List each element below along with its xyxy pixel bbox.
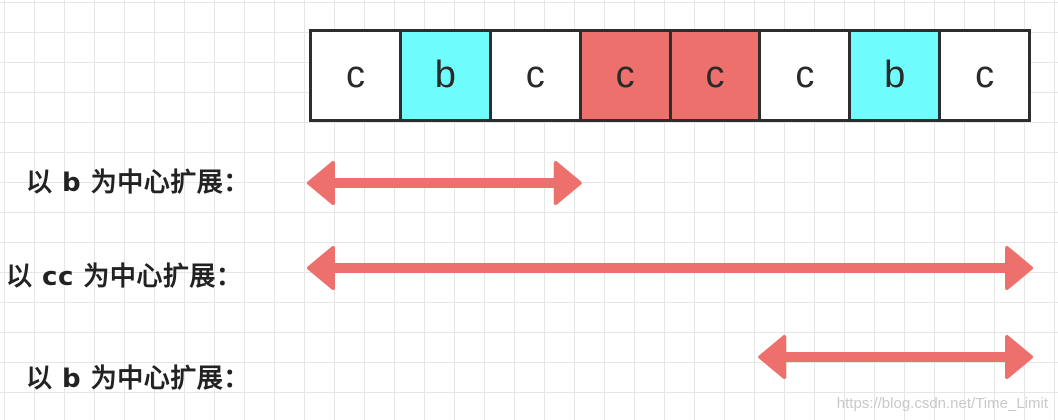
arrow-head-left-2	[758, 335, 787, 379]
arrow-head-left-0	[307, 161, 335, 205]
cell-3: c	[581, 32, 672, 119]
cell-7: c	[941, 32, 1028, 119]
cell-2: c	[491, 32, 582, 119]
cell-5: c	[761, 32, 852, 119]
row-label-b-center-1: 以 b 为中心扩展：	[26, 168, 250, 198]
watermark: https://blog.csdn.net/Time_Limit	[836, 395, 1048, 412]
string-cells: c b c c c c b c	[309, 29, 1031, 122]
cell-1: b	[401, 32, 492, 119]
arrow-head-right-2	[1005, 335, 1033, 379]
double-arrow-1	[307, 246, 1033, 290]
arrow-head-right-1	[1005, 246, 1033, 290]
row-label-b-center-2: 以 b 为中心扩展：	[26, 364, 250, 394]
row-label-cc-center: 以 cc 为中心扩展：	[6, 262, 243, 292]
cell-6: b	[851, 32, 942, 119]
arrow-shaft-1	[331, 263, 1009, 273]
cell-0: c	[312, 32, 402, 119]
arrow-shaft-2	[782, 352, 1009, 362]
arrow-head-left-1	[307, 246, 335, 290]
double-arrow-0	[307, 161, 582, 205]
double-arrow-2	[758, 335, 1033, 379]
arrow-shaft-0	[331, 178, 558, 188]
arrow-head-right-0	[553, 161, 582, 205]
cell-4: c	[671, 32, 762, 119]
